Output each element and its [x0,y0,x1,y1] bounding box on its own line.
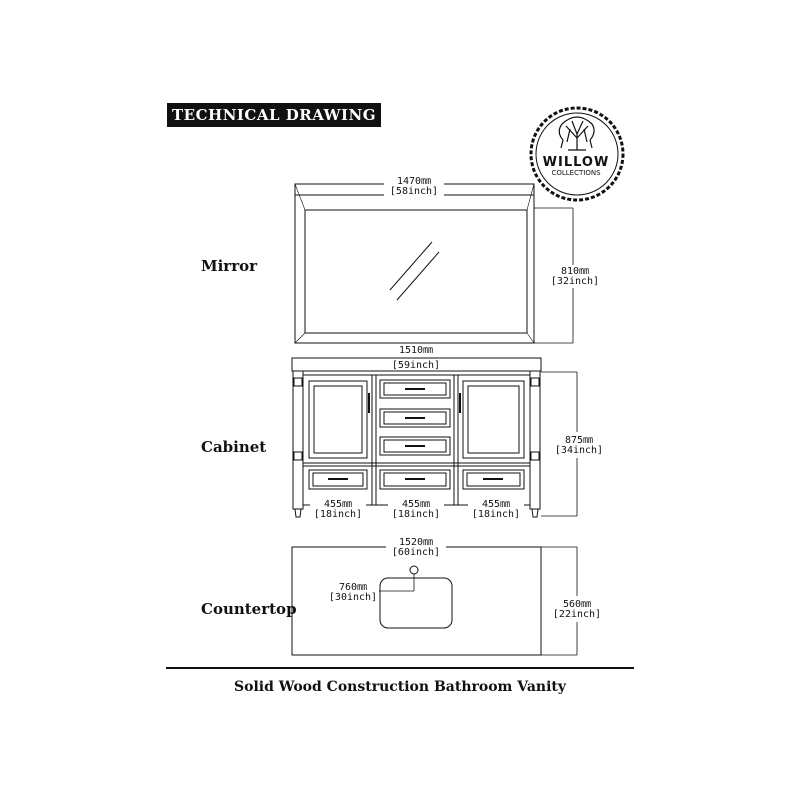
mirror-width-dimension: 1470㎜ [58inch] [384,177,444,197]
cabinet-width-dimension: 1510㎜ [59inch] [386,346,446,371]
cabinet-height-dimension [541,371,578,517]
mirror-height-label: 810㎜ [32inch] [549,267,601,287]
countertop-label: Countertop [201,600,297,618]
sink-inch: [30inch] [328,592,378,603]
title-badge: TECHNICAL DRAWING [167,103,381,127]
bay-center-mm: 455㎜ [401,499,431,510]
mirror-height-mm: 810㎜ [560,266,590,277]
mirror-width-inch: [58inch] [389,186,439,197]
logo-subtitle: COLLECTIONS [551,169,601,177]
countertop-depth-dimension [541,546,578,656]
mirror-drawing [294,183,535,344]
bay-dimension-center: 455㎜ [18inch] [388,500,444,520]
mirror-label: Mirror [201,257,258,275]
cabinet-width-mm: 1510㎜ [398,345,434,356]
cabinet-height-inch: [34inch] [554,445,604,456]
cabinet-height-label: 875㎜ [34inch] [553,436,605,456]
bay-left-inch: [18inch] [313,509,363,520]
countertop-width-dimension: 1520㎜ [60inch] [386,538,446,558]
bay-dimension-right: 455㎜ [18inch] [468,500,524,520]
cabinet-height-mm: 875㎜ [564,435,594,446]
bay-right-mm: 455㎜ [481,499,511,510]
tree-icon [558,116,595,151]
logo: WILLOW COLLECTIONS [536,155,616,177]
countertop-width-inch: [60inch] [391,547,441,558]
mirror-height-dimension [534,207,574,344]
countertop-width-mm: 1520㎜ [398,537,434,548]
footer-divider [166,667,634,669]
bay-left-mm: 455㎜ [323,499,353,510]
bay-dimension-left: 455㎜ [18inch] [310,500,366,520]
footer-caption: Solid Wood Construction Bathroom Vanity [234,679,566,695]
cabinet-label: Cabinet [201,438,267,456]
sink-mm: 760㎜ [338,582,368,593]
sink-dimension: 760㎜ [30inch] [327,583,379,603]
cabinet-width-inch: [59inch] [391,360,441,371]
countertop-depth-inch: [22inch] [552,609,602,620]
bay-right-inch: [18inch] [471,509,521,520]
mirror-width-mm: 1470㎜ [396,176,432,187]
countertop-depth-mm: 560㎜ [562,599,592,610]
cabinet-drawing [291,357,542,518]
countertop-depth-label: 560㎜ [22inch] [551,600,603,620]
logo-seal [529,106,625,202]
logo-brand: WILLOW [542,155,610,170]
mirror-height-inch: [32inch] [550,276,600,287]
bay-center-inch: [18inch] [391,509,441,520]
